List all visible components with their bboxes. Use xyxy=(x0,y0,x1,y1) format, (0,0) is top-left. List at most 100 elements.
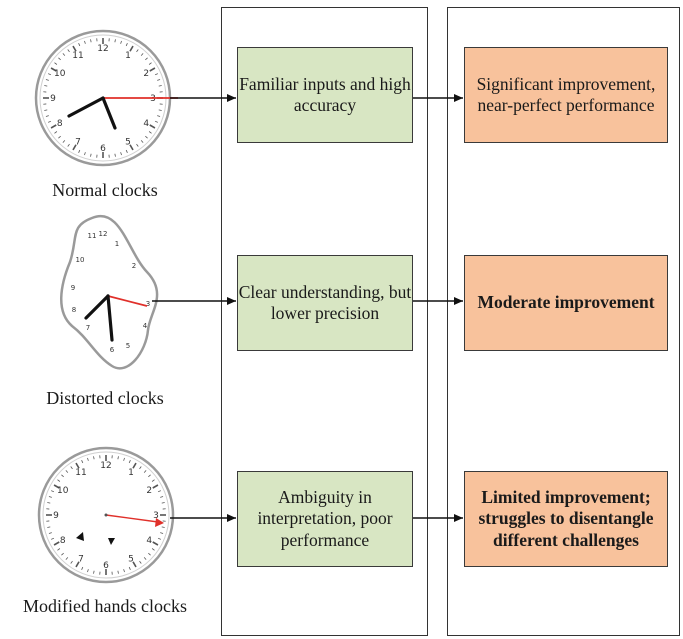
clock-tick xyxy=(58,57,61,61)
clock-tick xyxy=(50,124,57,129)
clock-tick xyxy=(148,552,151,556)
clock-tick xyxy=(90,39,92,43)
outcome-box-distorted: Moderate improvement xyxy=(464,255,668,351)
hour-hand xyxy=(67,96,105,118)
clock-tick xyxy=(87,457,89,461)
observation-box-normal: Familiar inputs and high accuracy xyxy=(237,47,413,143)
clock-tick xyxy=(157,537,161,540)
clock-tick xyxy=(57,548,61,551)
outcome-box-modified-hands: Limited improvement; struggles to disent… xyxy=(464,471,668,567)
observation-column-frame xyxy=(221,7,428,636)
clock-tick xyxy=(148,131,152,134)
second-hand xyxy=(105,514,159,523)
observation-text: Clear understanding, but lower precision xyxy=(238,281,412,323)
clock-numeral: 10 xyxy=(57,486,69,496)
clock-tick xyxy=(114,39,116,43)
svg-text:11: 11 xyxy=(88,232,97,240)
caption-distorted-clocks: Distorted clocks xyxy=(46,388,164,408)
clock-tick xyxy=(160,532,164,534)
svg-text:3: 3 xyxy=(146,300,150,308)
clock-tick xyxy=(158,85,162,87)
clock-tick xyxy=(44,109,48,111)
clock-tick xyxy=(58,135,61,139)
clock-tick xyxy=(81,460,84,464)
second-hand-tip xyxy=(155,518,164,527)
clock-tick xyxy=(57,479,61,482)
clock-tick xyxy=(78,43,81,47)
clock-tick xyxy=(152,541,159,546)
clock-tick xyxy=(160,496,164,498)
hour-hand-tip xyxy=(76,532,84,541)
clock-numeral: 9 xyxy=(50,94,56,104)
clock-tick xyxy=(44,85,48,87)
clock-tick xyxy=(148,62,152,65)
clock-numeral: 2 xyxy=(146,486,152,496)
clock-tick xyxy=(50,67,57,72)
clock-tick xyxy=(54,62,58,65)
clock-numeral: 6 xyxy=(100,144,106,154)
clock-tick xyxy=(75,561,80,568)
clock-numeral: 1 xyxy=(128,468,134,478)
observation-box-modified-hands: Ambiguity in interpretation, poor perfor… xyxy=(237,471,413,567)
clock-tick xyxy=(143,557,147,560)
clock-tick xyxy=(161,502,165,504)
clock-numeral: 12 xyxy=(100,461,111,471)
clock-tick xyxy=(152,484,159,489)
clock-tick xyxy=(51,537,55,540)
outcome-box-normal: Significant improvement, near-perfect pe… xyxy=(464,47,668,143)
clock-tick xyxy=(157,490,161,493)
clock-numeral: 2 xyxy=(143,69,149,79)
clock-tick xyxy=(62,53,66,56)
svg-text:4: 4 xyxy=(143,322,148,330)
clock-numeral: 8 xyxy=(57,119,63,129)
clock-tick xyxy=(123,457,125,461)
clock-numeral: 11 xyxy=(75,468,86,478)
clock-tick xyxy=(139,560,142,564)
clock-tick xyxy=(157,115,161,117)
clock-tick xyxy=(72,144,77,151)
observation-text: Ambiguity in interpretation, poor perfor… xyxy=(257,486,393,550)
clock-tick xyxy=(123,569,125,573)
clock-tick xyxy=(61,474,64,478)
clock-tick xyxy=(157,79,161,81)
clock-tick xyxy=(129,144,134,151)
svg-text:7: 7 xyxy=(86,324,90,332)
clock-tick xyxy=(62,140,66,143)
minute-hand-tip xyxy=(108,538,115,545)
clock-tick xyxy=(129,45,134,52)
clock-tick xyxy=(81,566,84,570)
svg-text:10: 10 xyxy=(76,256,85,264)
clock-tick xyxy=(53,541,60,546)
clock-tick xyxy=(120,40,122,44)
clock-tick xyxy=(70,560,73,564)
clock-numeral: 4 xyxy=(146,536,152,546)
clock-numeral: 11 xyxy=(72,51,83,61)
clock-tick xyxy=(47,526,51,528)
outcome-text: Moderate improvement xyxy=(477,292,655,313)
clock-tick xyxy=(136,143,139,147)
clock-tick xyxy=(48,496,52,498)
clock-tick xyxy=(125,43,128,47)
clock-tick xyxy=(78,149,81,153)
clock-tick xyxy=(84,40,86,44)
clock-numeral: 1 xyxy=(125,51,131,61)
clock-tick xyxy=(70,466,73,470)
clock-tick xyxy=(161,526,165,528)
clock-tick xyxy=(75,462,80,469)
clock-tick xyxy=(149,124,156,129)
clock-tick xyxy=(128,566,131,570)
clock-numeral: 3 xyxy=(150,94,156,104)
clock-tick xyxy=(51,490,55,493)
clock-tick xyxy=(117,456,119,460)
clock-tick xyxy=(65,557,69,560)
clock-tick xyxy=(148,474,151,478)
clock-tick xyxy=(132,462,137,469)
distorted-clock-icon: 11 12 1 2 3 4 5 6 7 8 9 10 xyxy=(60,214,159,370)
clock-numeral: 12 xyxy=(97,44,108,54)
clock-numeral: 5 xyxy=(128,554,134,564)
clock-tick xyxy=(45,115,49,117)
clock-tick xyxy=(48,120,52,123)
